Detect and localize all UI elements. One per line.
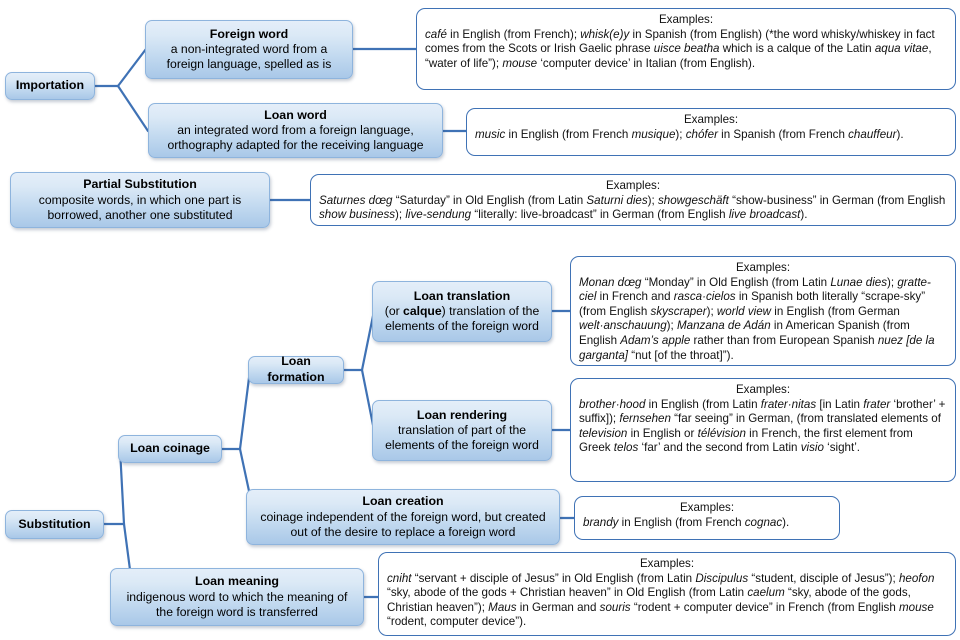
examples-loan-translation-text: Monan dœg “Monday” in Old English (from … (579, 275, 935, 362)
examples-loan-translation: Examples: Monan dœg “Monday” in Old Engl… (570, 256, 956, 366)
node-foreign-word-title: Foreign word (209, 26, 289, 41)
node-loan-meaning-title: Loan meaning (195, 574, 279, 588)
node-importation-label: Importation (15, 78, 85, 93)
examples-partial-substitution-text: Saturnes dœg “Saturday” in Old English (… (319, 193, 946, 222)
node-importation[interactable]: Importation (5, 72, 95, 100)
node-loan-rendering-desc: translation of part of the elements of t… (385, 423, 539, 453)
node-loan-meaning-desc: indigenous word to which the meaning of … (126, 589, 348, 619)
node-loan-creation[interactable]: Loan creation coinage independent of the… (246, 489, 560, 545)
node-loan-translation-title: Loan translation (413, 288, 511, 303)
node-loan-rendering-title: Loan rendering (416, 407, 508, 422)
examples-loan-rendering-text: brother·hood in English (from Latin frat… (579, 397, 946, 455)
node-substitution-label: Substitution (18, 516, 91, 531)
node-loan-translation-desc: (or calque) translation of the elements … (384, 304, 540, 334)
examples-partial-substitution: Examples: Saturnes dœg “Saturday” in Old… (310, 174, 956, 226)
node-loan-coinage[interactable]: Loan coinage (118, 435, 222, 463)
node-loan-creation-desc: coinage independent of the foreign word,… (260, 509, 546, 539)
examples-loan-creation: Examples: brandy in English (from French… (574, 496, 840, 540)
examples-label: Examples: (735, 261, 791, 274)
node-loan-coinage-label: Loan coinage (130, 441, 210, 456)
examples-label: Examples: (735, 383, 791, 396)
examples-label: Examples: (639, 557, 695, 570)
node-loan-translation[interactable]: Loan translation (or calque) translation… (372, 281, 552, 342)
node-loan-formation-label: Loan formation (267, 354, 325, 384)
node-loan-word-title: Loan word (264, 107, 327, 122)
node-loan-rendering[interactable]: Loan rendering translation of part of th… (372, 400, 552, 461)
node-loan-creation-title: Loan creation (362, 494, 444, 508)
node-substitution[interactable]: Substitution (5, 510, 104, 539)
examples-foreign-word-text: café in English (from French); whisk(e)y… (425, 27, 935, 70)
examples-loan-meaning-text: cniht “servant + disciple of Jesus” in O… (387, 571, 935, 629)
examples-label: Examples: (658, 13, 714, 26)
node-loan-meaning[interactable]: Loan meaning indigenous word to which th… (110, 568, 364, 626)
node-loan-word-desc: an integrated word from a foreign langua… (167, 123, 424, 153)
node-foreign-word[interactable]: Foreign word a non-integrated word from … (145, 20, 353, 79)
examples-label: Examples: (679, 501, 735, 514)
node-partial-substitution-desc: composite words, in which one part is bo… (38, 192, 242, 222)
node-foreign-word-desc: a non-integrated word from a foreign lan… (166, 42, 332, 72)
node-partial-substitution[interactable]: Partial Substitution composite words, in… (10, 172, 270, 228)
examples-loan-rendering: Examples: brother·hood in English (from … (570, 378, 956, 482)
examples-loan-creation-text: brandy in English (from French cognac). (583, 515, 790, 529)
node-loan-formation[interactable]: Loan formation (248, 354, 344, 384)
examples-label: Examples: (683, 113, 739, 126)
examples-label: Examples: (605, 179, 661, 192)
node-partial-substitution-title: Partial Substitution (83, 177, 197, 191)
examples-loan-word: Examples: music in English (from French … (466, 108, 956, 156)
examples-loan-meaning: Examples: cniht “servant + disciple of J… (378, 552, 956, 636)
examples-foreign-word: Examples: café in English (from French);… (416, 8, 956, 90)
node-loan-word[interactable]: Loan word an integrated word from a fore… (148, 103, 443, 158)
examples-loan-word-text: music in English (from French musique); … (475, 127, 904, 141)
